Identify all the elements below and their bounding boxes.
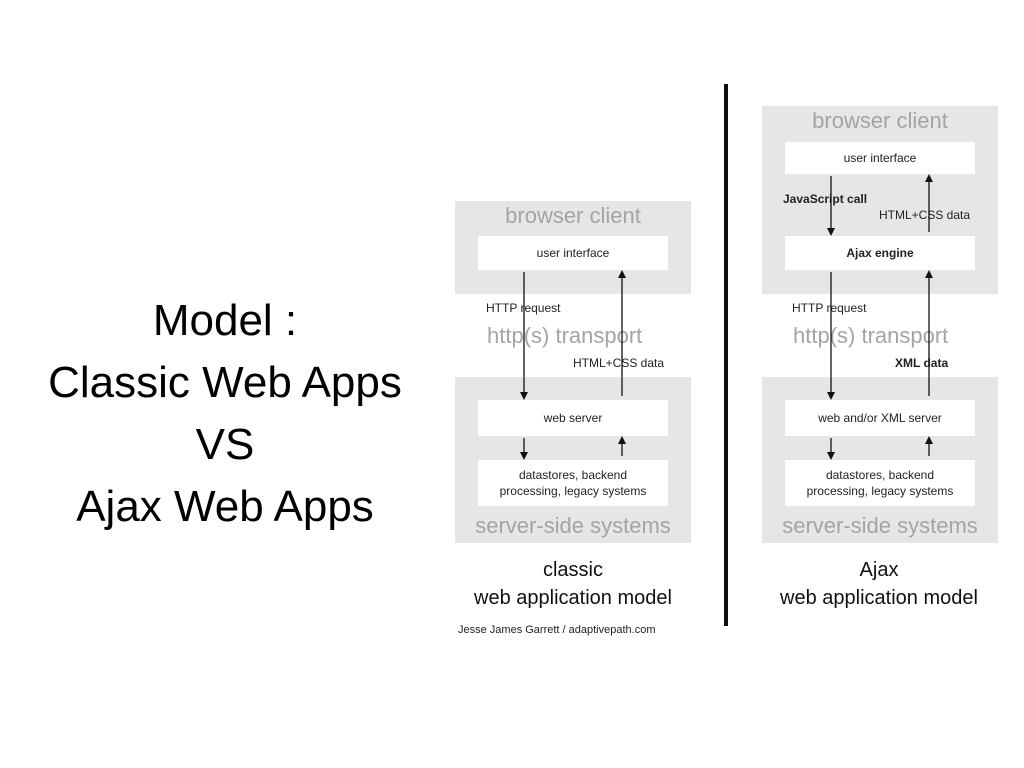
ajax-engine-box: Ajax engine bbox=[785, 236, 975, 270]
ajax-server-label: server-side systems bbox=[782, 513, 978, 538]
classic-caption-line2: web application model bbox=[474, 587, 672, 609]
ajax-js-call-label: JavaScript call bbox=[783, 192, 868, 206]
ajax-caption-line2: web application model bbox=[780, 587, 978, 609]
classic-caption-line1: classic bbox=[542, 559, 603, 581]
center-divider bbox=[724, 84, 728, 626]
ajax-datastores-box: datastores, backend processing, legacy s… bbox=[785, 460, 975, 506]
classic-web-server-box: web server bbox=[478, 400, 668, 436]
classic-server-label: server-side systems bbox=[475, 513, 671, 538]
classic-datastores-line2: processing, legacy systems bbox=[499, 484, 647, 498]
classic-user-interface-box: user interface bbox=[478, 236, 668, 270]
title-line-ajax: Ajax Web Apps bbox=[76, 482, 374, 531]
title-line-vs: VS bbox=[195, 420, 255, 469]
ajax-caption-line1: Ajax bbox=[859, 559, 899, 581]
classic-transport-label: http(s) transport bbox=[487, 323, 643, 348]
classic-browser-label: browser client bbox=[505, 203, 641, 228]
classic-caption: classic web application model bbox=[440, 556, 706, 612]
ajax-user-interface-box: user interface bbox=[785, 142, 975, 174]
credit-text: Jesse James Garrett / adaptivepath.com bbox=[458, 624, 656, 636]
classic-datastores-box: datastores, backend processing, legacy s… bbox=[478, 460, 668, 506]
title-line-model: Model : bbox=[152, 296, 298, 345]
ajax-http-request-label: HTTP request bbox=[792, 301, 867, 315]
ajax-browser-label: browser client bbox=[812, 108, 948, 133]
classic-http-request-label: HTTP request bbox=[486, 301, 561, 315]
ajax-datastores-line2: processing, legacy systems bbox=[806, 484, 954, 498]
classic-response-label: HTML+CSS data bbox=[573, 356, 665, 370]
ajax-response-label: XML data bbox=[895, 356, 949, 370]
ajax-web-server-box: web and/or XML server bbox=[785, 400, 975, 436]
slide-title: Model : Classic Web Apps VS Ajax Web App… bbox=[10, 290, 440, 538]
ajax-ui-response-label: HTML+CSS data bbox=[879, 208, 971, 222]
ajax-transport-label: http(s) transport bbox=[793, 323, 949, 348]
classic-datastores-line1: datastores, backend bbox=[518, 468, 628, 482]
title-line-classic: Classic Web Apps bbox=[48, 358, 402, 407]
ajax-datastores-line1: datastores, backend bbox=[825, 468, 935, 482]
ajax-caption: Ajax web application model bbox=[746, 556, 1012, 612]
